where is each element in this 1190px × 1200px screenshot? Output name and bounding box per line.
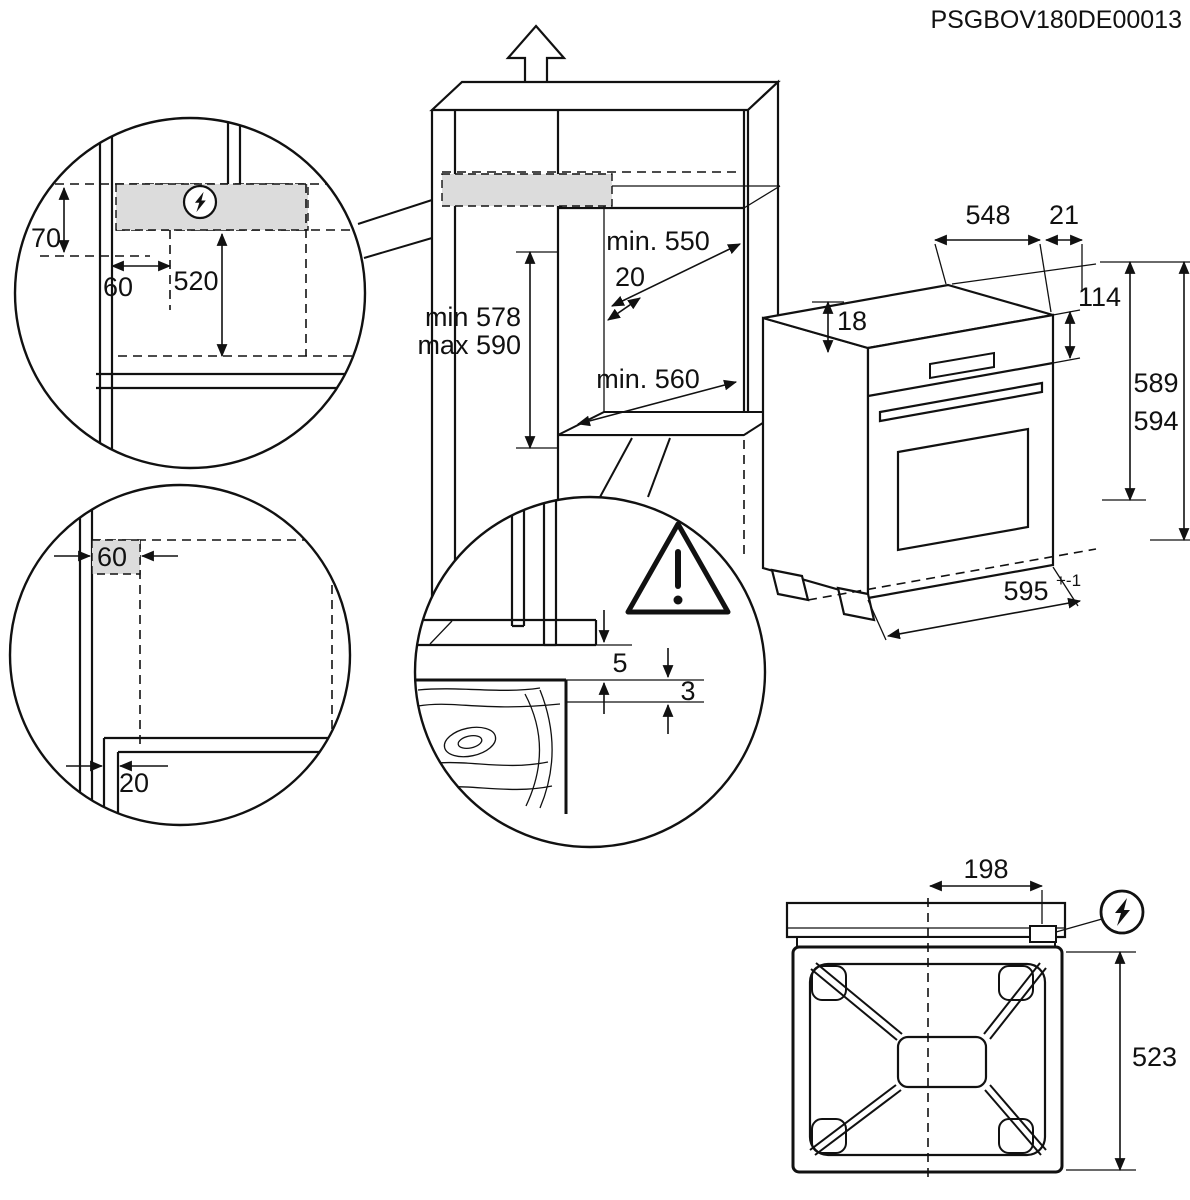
- rear-vent-strip: [441, 173, 613, 207]
- dim-front-clearance: 20: [119, 768, 149, 798]
- dim-body-height: 589: [1133, 368, 1178, 398]
- oven-handle: [878, 381, 1044, 423]
- exclamation-triangle-icon: [625, 521, 731, 615]
- oven-3d-view: 548 21 18 114 589 594 595: [761, 200, 1190, 641]
- oven-body: [761, 283, 1097, 622]
- dim-front-panel-height: 114: [1078, 282, 1121, 312]
- dim-body-depth: 548: [965, 200, 1010, 230]
- oven-foot: [836, 586, 876, 622]
- detail-top-left-dimensions: 70 60 520: [31, 186, 228, 358]
- dim-side-clearance-bottom: 60: [97, 542, 127, 572]
- cabinet-dimensions: min. 550 20 min 578 max 590 min. 560: [417, 226, 741, 450]
- dim-rear-gap: 20: [615, 262, 645, 292]
- insert-direction-arrow-icon: [505, 24, 567, 86]
- document-id: PSGBOV180DE00013: [930, 6, 1182, 34]
- dim-upper-gap: 5: [612, 648, 627, 678]
- dim-front-width: 595: [1003, 576, 1048, 606]
- oven-display: [929, 351, 995, 380]
- rear-view: 198 523: [785, 854, 1177, 1182]
- dim-mains-offset: 198: [963, 854, 1008, 884]
- mains-connection-box: [1029, 925, 1057, 943]
- dim-niche-height-min: min 578: [425, 302, 521, 332]
- dim-overall-height: 594: [1133, 406, 1178, 436]
- electric-connection-icon-rear: [1099, 889, 1145, 935]
- detail-gap-dimensions: 5 3: [598, 610, 696, 734]
- dim-door-depth: 21: [1049, 200, 1079, 230]
- lightning-bolt-icon: [1115, 898, 1130, 926]
- detail-top-left: 70 60 520: [13, 116, 367, 470]
- detail-bottom-left: 60 20: [8, 483, 352, 827]
- dim-height-from-shelf: 520: [173, 266, 218, 296]
- dim-front-width-tolerance: +-1: [1056, 571, 1081, 590]
- rear-view-dimensions: 198 523: [928, 854, 1177, 1172]
- oven-door-window: [896, 427, 1030, 552]
- dim-niche-height-max: max 590: [417, 330, 521, 360]
- dim-top-recess: 18: [837, 306, 867, 336]
- dim-niche-floor-depth: min. 560: [596, 364, 700, 394]
- dim-top-clearance: 70: [31, 223, 61, 253]
- dim-mains-height: 523: [1132, 1042, 1177, 1072]
- rear-view-body: [785, 898, 1103, 1182]
- callout-lines: [357, 199, 671, 498]
- detail-bottom-left-dimensions: 60 20: [54, 542, 178, 798]
- oven-dimensions: 548 21 18 114 589 594 595: [812, 200, 1190, 641]
- dim-niche-depth: min. 550: [606, 226, 710, 256]
- dim-side-clearance-top: 60: [103, 272, 133, 302]
- detail-gap: 5 3: [413, 495, 767, 849]
- electric-connection-icon: [182, 184, 218, 220]
- dim-lower-gap: 3: [680, 676, 695, 706]
- detail-gap-content: [415, 498, 704, 814]
- lightning-bolt-icon: [194, 191, 206, 213]
